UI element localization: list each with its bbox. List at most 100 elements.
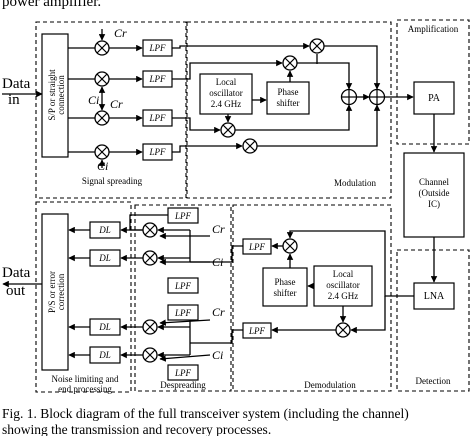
rx-demod-lpf-2-label: LPF bbox=[248, 326, 266, 336]
demodulation-label: Demodulation bbox=[304, 380, 356, 390]
rx-despread-lpf-2 bbox=[167, 277, 199, 294]
rx-despread-lpf-3 bbox=[167, 304, 199, 321]
channel-label-1: Channel bbox=[419, 177, 449, 187]
despreading-region bbox=[134, 204, 232, 392]
signal-spreading-region bbox=[35, 21, 187, 199]
data-in-label-2: in bbox=[8, 92, 20, 108]
rx-despread-lpf-4 bbox=[167, 364, 199, 381]
rx-bus-1 bbox=[190, 245, 243, 263]
data-out-label-2: out bbox=[6, 283, 26, 299]
rx-ps-label-1: Phase bbox=[275, 277, 296, 287]
dl-1-label: DL bbox=[98, 225, 111, 235]
tx-ci-label-2: Ci bbox=[97, 159, 108, 173]
rx-phase-shifter bbox=[262, 267, 308, 307]
lna-to-mix-2 bbox=[350, 296, 386, 334]
tx-ps-label-2: shifter bbox=[277, 98, 300, 108]
tx-lpf-3-label: LPF bbox=[148, 113, 166, 123]
tx-cr-label-1: Cr bbox=[114, 26, 127, 40]
signal-spreading-label: Signal spreading bbox=[82, 176, 143, 186]
rx-despread-mixer-3 bbox=[142, 319, 158, 335]
rx-ci-label-1: Ci bbox=[212, 255, 223, 269]
data-in-label-1: Data bbox=[2, 76, 31, 92]
rx-despread-mixer-4 bbox=[142, 347, 158, 363]
rx-cr-input-2 bbox=[159, 319, 211, 326]
tx-lpf-4-label: LPF bbox=[148, 147, 166, 157]
noise-limiting-region bbox=[35, 201, 132, 393]
dl-4-label: DL bbox=[98, 350, 111, 360]
tx-phase-shifter bbox=[266, 81, 310, 115]
modulation-region bbox=[186, 21, 392, 199]
tx-cr-label-2: Cr bbox=[110, 97, 123, 111]
rx-bus-2 bbox=[190, 329, 243, 344]
noise-limiting-label-1: Noise limiting and bbox=[52, 374, 119, 384]
tx-lpf-1-label: LPF bbox=[148, 43, 166, 53]
lna-label: LNA bbox=[424, 291, 445, 302]
tx-lpf4-to-mix bbox=[172, 142, 243, 153]
lna-block bbox=[413, 282, 455, 310]
ps-label-2: correction bbox=[56, 273, 66, 310]
rx-despread-lpf-3-label: LPF bbox=[174, 308, 192, 318]
tx-ci-label-1: Ci bbox=[88, 93, 99, 107]
rx-demod-mixer-2 bbox=[335, 322, 351, 338]
rx-cr-label-1: Cr bbox=[212, 222, 225, 236]
demodulation-region bbox=[232, 204, 392, 392]
tx-lpf1-to-mix bbox=[172, 42, 310, 50]
tx-lo-label-1: Local bbox=[216, 77, 237, 87]
mix-to-sum-2 bbox=[324, 45, 381, 90]
tx-sum-1 bbox=[340, 88, 358, 106]
tx-mixer-3 bbox=[94, 110, 110, 126]
tx-lo-label-3: 2.4 GHz bbox=[211, 99, 242, 109]
ps-label-1: P/S or error bbox=[47, 271, 57, 313]
mod-mixer-top-2 bbox=[309, 38, 325, 54]
rx-ps-label-2: shifter bbox=[274, 288, 297, 298]
rx-local-oscillator bbox=[313, 265, 373, 307]
figure-caption-line-1: Fig. 1. Block diagram of the full transc… bbox=[2, 406, 409, 421]
rx-ci-input-2 bbox=[159, 354, 211, 362]
rx-despread-lpf-2-label: LPF bbox=[174, 281, 192, 291]
tx-lpf3-to-mix bbox=[172, 117, 221, 134]
despreading-label: Despreading bbox=[160, 380, 206, 390]
sp-block bbox=[41, 33, 69, 158]
mod-mixer-bot-2 bbox=[242, 138, 258, 154]
tx-mixer-1 bbox=[94, 40, 110, 56]
caption-fragment: power amplifier. bbox=[2, 0, 101, 10]
pa-block bbox=[413, 81, 455, 115]
rx-despread-lpf-1-label: LPF bbox=[174, 211, 192, 221]
lna-to-mix-1 bbox=[286, 230, 414, 297]
figure-caption-line-2: showing the transmission and recovery pr… bbox=[2, 422, 271, 436]
ps-block bbox=[41, 213, 69, 371]
dl-3-label: DL bbox=[98, 322, 111, 332]
mix-to-sum-4 bbox=[257, 104, 381, 147]
rx-cr-label-2: Cr bbox=[212, 305, 225, 319]
tx-lpf2-to-mix bbox=[172, 59, 283, 80]
dl-2-label: DL bbox=[98, 253, 111, 263]
rx-ci-label-2: Ci bbox=[212, 348, 223, 362]
mix-to-sum-3 bbox=[235, 104, 353, 131]
channel-label-2: (Outside bbox=[419, 188, 450, 198]
amplification-region bbox=[396, 19, 470, 145]
rx-lo-label-1: Local bbox=[333, 269, 354, 279]
channel-label-3: IC) bbox=[428, 199, 440, 209]
tx-local-oscillator bbox=[199, 73, 253, 115]
rx-despread-lpf-4-label: LPF bbox=[174, 368, 192, 378]
noise-limiting-label-2: end processing bbox=[58, 384, 112, 394]
sp-label-1: S/P or straight bbox=[47, 69, 57, 121]
rx-demod-lpf-1-label: LPF bbox=[248, 242, 266, 252]
tx-ps-label-1: Phase bbox=[278, 87, 299, 97]
amplification-label: Amplification bbox=[408, 24, 459, 34]
tx-sum-2 bbox=[368, 88, 386, 106]
mix-to-sum-1 bbox=[297, 62, 353, 90]
tx-mixer-4 bbox=[94, 144, 110, 160]
rx-lo-label-3: 2.4 GHz bbox=[328, 291, 359, 301]
rx-lo-label-2: oscillator bbox=[326, 280, 360, 290]
pa-label: PA bbox=[428, 93, 441, 104]
tx-lo-label-2: oscillator bbox=[209, 88, 243, 98]
modulation-label: Modulation bbox=[334, 178, 376, 188]
rx-demod-mixer-1 bbox=[282, 238, 298, 254]
sp-label-2: connection bbox=[56, 75, 66, 115]
rx-despread-mixer-2 bbox=[142, 250, 158, 266]
channel-block bbox=[403, 152, 465, 238]
tx-lpf-2-label: LPF bbox=[148, 74, 166, 84]
mod-mixer-top-1 bbox=[282, 55, 298, 71]
